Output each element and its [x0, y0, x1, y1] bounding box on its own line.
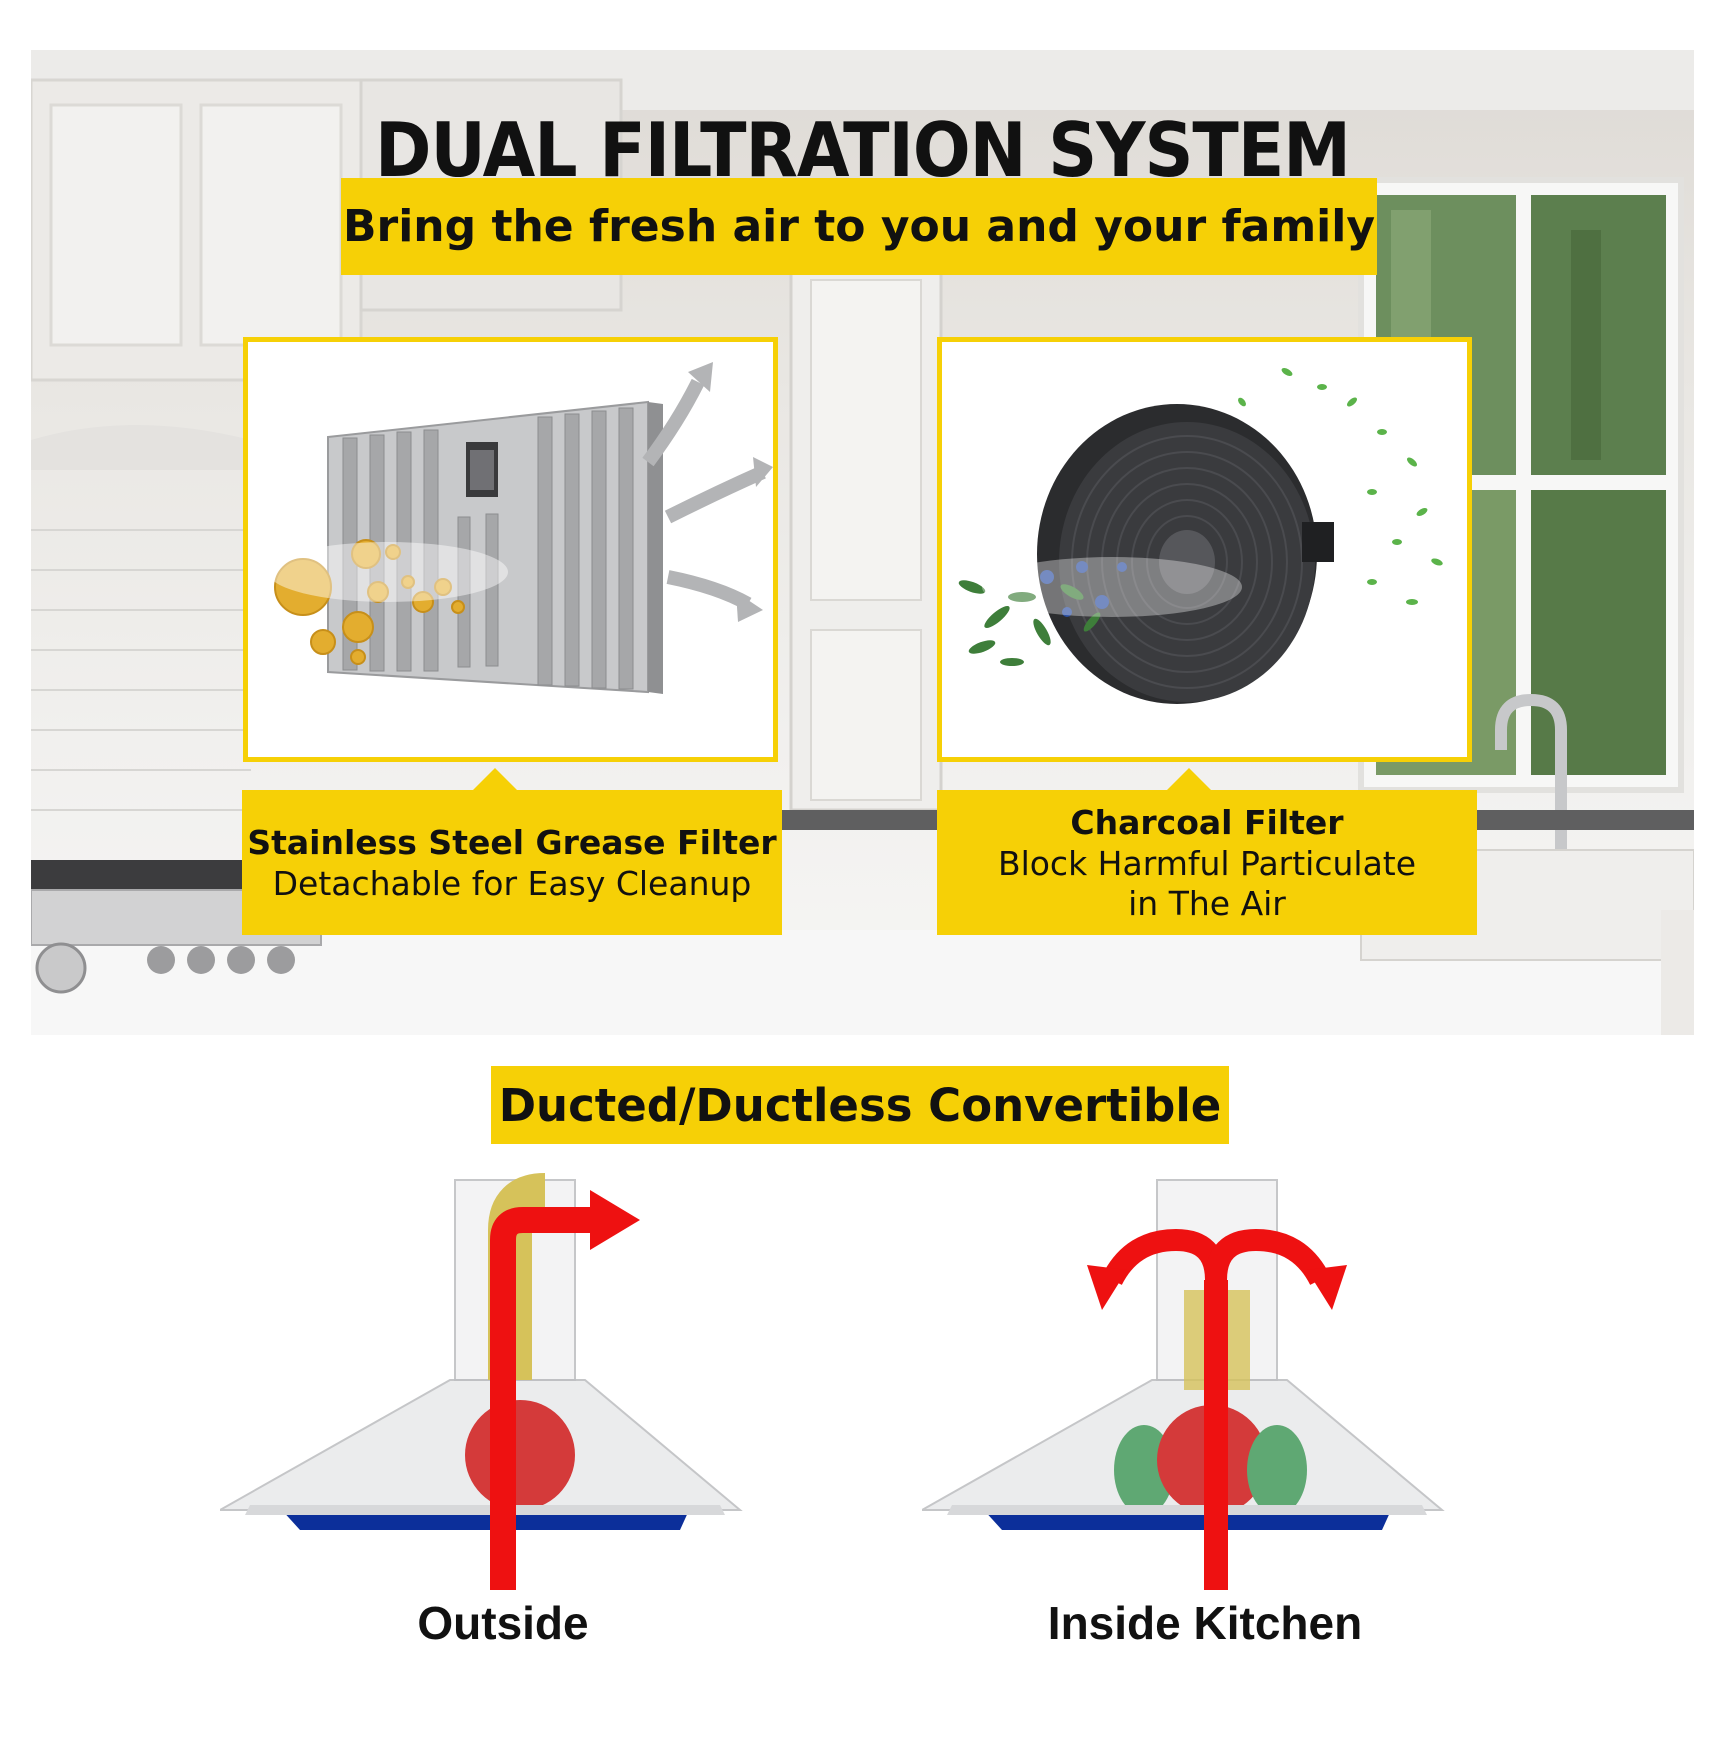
- ducted-range-hood-icon: [220, 1173, 743, 1590]
- grease-filter-title: Stainless Steel Grease Filter: [247, 822, 777, 862]
- stainless-steel-grease-filter-icon: [268, 362, 773, 694]
- subtitle-banner: Bring the fresh air to you and your fami…: [341, 178, 1377, 275]
- charcoal-filter-caption: Charcoal Filter Block Harmful Particulat…: [937, 790, 1477, 935]
- charcoal-filter-panel: [937, 337, 1472, 762]
- charcoal-filter-pointer: [1167, 768, 1211, 790]
- convertible-banner: Ducted/Ductless Convertible: [491, 1066, 1229, 1144]
- charcoal-filter-icon: [958, 368, 1443, 704]
- convertible-title: Ducted/Ductless Convertible: [498, 1078, 1222, 1132]
- ductless-mode-label: Inside Kitchen: [1047, 1597, 1363, 1649]
- ductless-range-hood-icon: [922, 1179, 1445, 1590]
- ducted-mode-label: Outside: [417, 1597, 589, 1649]
- charcoal-filter-title: Charcoal Filter: [1070, 802, 1344, 842]
- charcoal-filter-description-line1: Block Harmful Particulate: [997, 843, 1417, 883]
- subtitle-text: Bring the fresh air to you and your fami…: [342, 201, 1376, 252]
- grease-filter-panel: [243, 337, 778, 762]
- grease-filter-pointer: [473, 768, 517, 790]
- grease-filter-description: Detachable for Easy Cleanup: [272, 863, 752, 903]
- charcoal-filter-description-line2: in The Air: [1128, 883, 1286, 923]
- grease-filter-caption: Stainless Steel Grease Filter Detachable…: [242, 790, 782, 935]
- hero-section: DUAL FILTRATION SYSTEM Bring the fresh a…: [31, 50, 1694, 1035]
